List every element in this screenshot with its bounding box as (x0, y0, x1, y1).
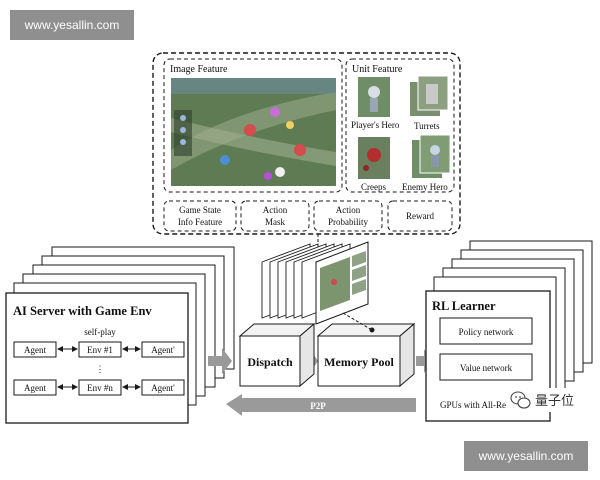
game-state-info-feature-box: Game State Info Feature (163, 200, 237, 232)
game-state-label-line2: Info Feature (178, 217, 222, 227)
wechat-icon (510, 391, 531, 409)
policy-network-label: Policy network (459, 327, 514, 337)
watermark-bottom: www.yesallin.com (464, 441, 588, 471)
server-to-dispatch-arrow (208, 348, 232, 374)
agent-prime-box-1 (141, 341, 185, 358)
agent-box-1 (13, 341, 57, 358)
agent-prime-label-n: Agent' (151, 383, 175, 393)
image-feature-label: Image Feature (170, 64, 228, 75)
players-hero-label: Player's Hero (351, 120, 400, 130)
turrets-label: Turrets (414, 121, 440, 131)
unit-feature-box: Unit Feature Player's Hero Turrets Creep… (345, 58, 455, 193)
dispatch-box: Dispatch (238, 322, 316, 388)
env-1-label: Env #1 (87, 345, 113, 355)
p2p-label: P2P (310, 401, 326, 411)
game-state-label-line1: Game State (179, 205, 221, 215)
action-probability-label-line2: Probability (328, 217, 368, 227)
image-feature-box: Image Feature (163, 58, 343, 193)
creeps-thumbnail (358, 137, 390, 179)
frames-to-pool-dashed (342, 312, 373, 331)
enemy-hero-label: Enemy Hero (402, 182, 448, 192)
value-network-label: Value network (460, 363, 513, 373)
action-mask-box: Action Mask (240, 200, 310, 232)
agent-prime-label-1: Agent' (151, 345, 175, 355)
turrets-thumbnail (410, 75, 449, 116)
memory-pool-label: Memory Pool (324, 355, 394, 369)
dispatch-label: Dispatch (247, 355, 293, 369)
p2p-arrow: P2P (226, 394, 416, 416)
reward-label: Reward (406, 211, 434, 221)
vertical-ellipsis: ⋮ (96, 364, 105, 374)
front-frame (315, 241, 369, 325)
feature-panel: Image Feature Unit Fea (152, 52, 461, 235)
agent-box-n (13, 379, 57, 396)
action-mask-label-line1: Action (263, 205, 288, 215)
gpus-label: GPUs with All-Re (440, 400, 506, 410)
creeps-label: Creeps (361, 182, 386, 192)
pool-connector-dot (369, 327, 375, 333)
unit-feature-label: Unit Feature (352, 64, 403, 75)
players-hero-thumbnail (358, 77, 390, 117)
policy-network-box (439, 317, 533, 345)
reward-box: Reward (387, 200, 453, 232)
ai-server-front-box: AI Server with Game Env self-play Agent … (5, 292, 189, 424)
action-probability-label-line1: Action (336, 205, 361, 215)
agent-prime-box-n (141, 379, 185, 396)
action-probability-box: Action Probability (313, 200, 383, 232)
env-1-box (78, 341, 122, 358)
self-play-label: self-play (84, 327, 116, 337)
game-screenshot (171, 78, 336, 186)
brand-mark: 量子位 (508, 388, 596, 412)
watermark-top: www.yesallin.com (10, 10, 134, 40)
value-network-box (439, 353, 533, 381)
agent-label-n: Agent (24, 383, 46, 393)
enemy-hero-thumbnail (412, 134, 451, 178)
rl-learner-title: RL Learner (432, 299, 496, 313)
action-mask-label-line2: Mask (265, 217, 285, 227)
agent-label-1: Agent (24, 345, 46, 355)
env-n-label: Env #n (87, 383, 113, 393)
memory-pool-box: Memory Pool (316, 322, 416, 388)
ai-server-stack: AI Server with Game Env self-play Agent … (5, 246, 235, 424)
env-n-box (78, 379, 122, 396)
ai-server-title: AI Server with Game Env (13, 304, 152, 318)
brand-text: 量子位 (535, 393, 574, 408)
sample-frames-stack (261, 241, 369, 325)
